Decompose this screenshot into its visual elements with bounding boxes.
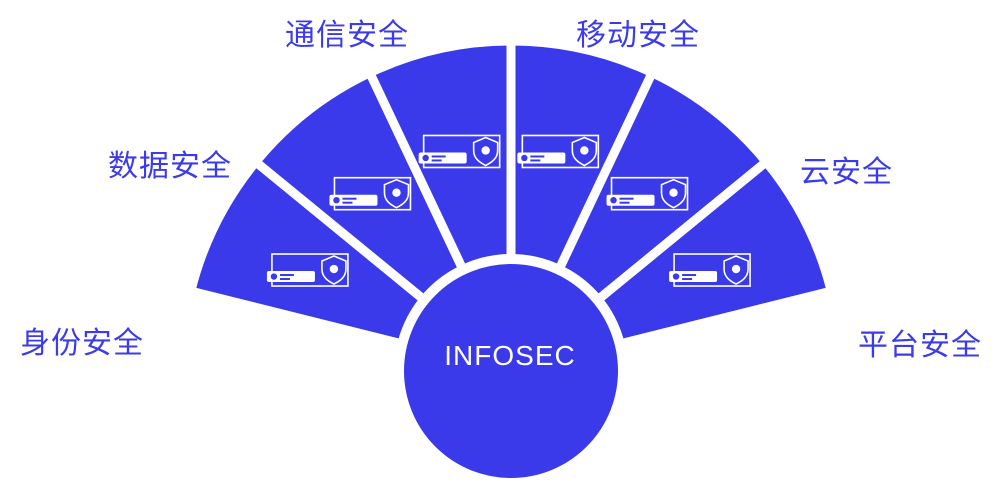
card-identity [266, 253, 349, 287]
card-key-line [619, 197, 634, 200]
card-key-dot [422, 154, 429, 162]
card-frame [422, 134, 501, 169]
shield-emblem [481, 146, 490, 155]
shield-emblem [329, 264, 339, 274]
card-key-line [682, 274, 697, 277]
card-key-bar [669, 271, 718, 283]
card-key-line [530, 155, 545, 158]
shield-emblem [392, 188, 401, 197]
card-key-dot [270, 273, 278, 280]
card-key-dot [333, 196, 340, 204]
card-key-dot [672, 273, 680, 280]
shield-emblem [731, 264, 741, 274]
card-key-bar [418, 152, 467, 164]
card-key-line [279, 278, 290, 281]
segment-label-cloud: 云安全 [800, 155, 893, 190]
card-cloud [606, 176, 689, 211]
card-key-line [431, 159, 442, 162]
card-key-line [431, 155, 446, 158]
segment-cards [266, 134, 751, 287]
card-mobile [517, 134, 600, 169]
card-key-line [619, 201, 630, 204]
card-key-line [530, 159, 541, 162]
card-frame [521, 134, 600, 169]
card-key-bar [517, 152, 566, 164]
segment-label-identity: 身份安全 [20, 326, 144, 361]
hub-label: INFOSEC [444, 340, 576, 371]
card-key-bar [266, 271, 315, 283]
segment-label-data: 数据安全 [108, 149, 232, 184]
card-key-line [279, 274, 294, 277]
card-key-bar [606, 194, 655, 206]
card-key-dot [521, 154, 528, 162]
card-data [329, 176, 412, 211]
segment-label-communication: 通信安全 [285, 18, 409, 53]
card-platform [669, 253, 751, 287]
infosec-hub [394, 254, 628, 488]
card-frame [271, 253, 349, 287]
card-key-line [342, 201, 353, 204]
shield-emblem [669, 188, 678, 197]
shield-emblem [580, 146, 589, 155]
segment-label-mobile: 移动安全 [576, 18, 700, 53]
card-key-dot [610, 196, 617, 204]
card-communication [418, 134, 501, 169]
card-key-line [682, 278, 693, 281]
card-key-line [342, 197, 357, 200]
card-frame [610, 176, 689, 211]
card-key-bar [329, 194, 378, 206]
card-frame [673, 253, 751, 287]
segment-label-platform: 平台安全 [858, 328, 982, 363]
card-frame [333, 176, 412, 211]
